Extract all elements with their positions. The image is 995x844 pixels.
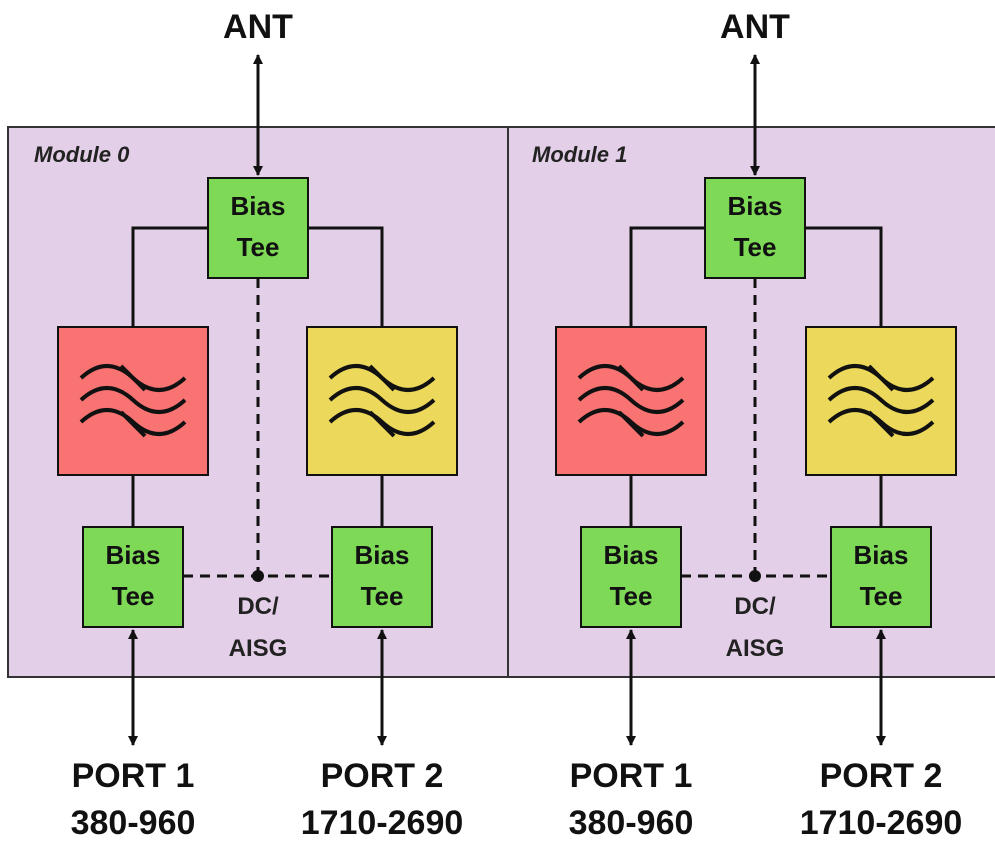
module-0-port1-name: PORT 1 xyxy=(72,757,195,795)
module-1-ant-label: ANT xyxy=(720,8,790,46)
module-1-dc-label-line1: DC/ xyxy=(734,593,776,620)
module-1-port2-range: 1710-2690 xyxy=(800,804,963,842)
bias-tee-label-line1: Bias xyxy=(231,191,286,221)
bias-tee-label-line2: Tee xyxy=(734,232,777,262)
module-1-right-branch xyxy=(805,226,883,327)
bias-tee-label-line1: Bias xyxy=(854,540,909,570)
module-0-port2-name: PORT 2 xyxy=(321,757,444,795)
module-1-left-bias-tee: Bias Tee xyxy=(580,526,682,628)
module-0-dc-label-line2: AISG xyxy=(229,635,288,662)
module-0-dc-label-line1: DC/ xyxy=(237,593,279,620)
bias-tee-label-line2: Tee xyxy=(860,581,903,611)
module-0-right-bias-tee: Bias Tee xyxy=(331,526,433,628)
bias-tee-label-line2: Tee xyxy=(610,581,653,611)
module-0-port2-range: 1710-2690 xyxy=(301,804,464,842)
bias-tee-label-line1: Bias xyxy=(106,540,161,570)
module-1-high-band-filter xyxy=(805,326,957,476)
module-0-high-band-filter xyxy=(306,326,458,476)
module-1: Module 1 ANT Bias Tee Bias Tee xyxy=(507,8,995,842)
module-1-dc-label-line2: AISG xyxy=(726,635,785,662)
module-0-left-bias-tee: Bias Tee xyxy=(82,526,184,628)
bias-tee-label-line2: Tee xyxy=(112,581,155,611)
module-0-top-bias-tee: Bias Tee xyxy=(207,177,309,279)
module-0-left-branch xyxy=(131,226,208,327)
module-0-low-band-filter xyxy=(57,326,209,476)
module-1-low-band-filter xyxy=(555,326,707,476)
module-1-right-bias-tee: Bias Tee xyxy=(830,526,932,628)
module-0-ant-label: ANT xyxy=(223,8,293,46)
module-0-port1-range: 380-960 xyxy=(71,804,196,842)
bias-tee-label-line2: Tee xyxy=(237,232,280,262)
module-1-top-bias-tee: Bias Tee xyxy=(704,177,806,279)
module-1-port1-range: 380-960 xyxy=(569,804,694,842)
module-1-left-branch xyxy=(629,226,705,327)
module-0-right-branch xyxy=(308,226,384,327)
module-1-port2-name: PORT 2 xyxy=(820,757,943,795)
bias-tee-label-line1: Bias xyxy=(604,540,659,570)
module-0: Module 0 ANT Bias Tee Bias xyxy=(7,8,509,842)
module-0-dc-junction xyxy=(252,570,264,582)
bias-tee-label-line1: Bias xyxy=(728,191,783,221)
module-1-title: Module 1 xyxy=(532,142,627,167)
bias-tee-label-line1: Bias xyxy=(355,540,410,570)
module-1-port1-name: PORT 1 xyxy=(570,757,693,795)
module-0-title: Module 0 xyxy=(34,142,130,167)
bias-tee-label-line2: Tee xyxy=(361,581,404,611)
module-1-dc-junction xyxy=(749,570,761,582)
